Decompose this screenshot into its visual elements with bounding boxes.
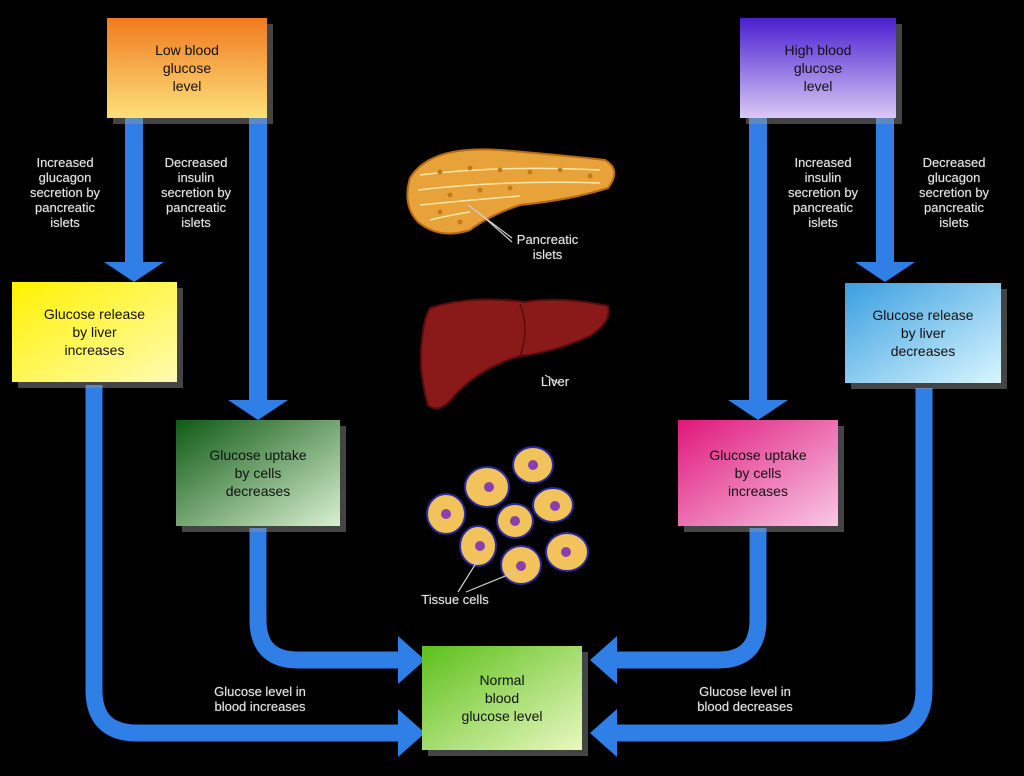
glucose-uptake-increases-box: Glucose uptake by cells increases	[678, 420, 838, 526]
pancreatic-islets-label: Pancreatic islets	[516, 232, 579, 262]
liver-illustration	[419, 298, 610, 410]
arrow-low-to-uptake	[228, 118, 288, 420]
increased-glucagon-label: Increased glucagon secretion by pancreat…	[29, 155, 101, 230]
tissue-cells-illustration	[426, 446, 589, 593]
arrow-release-inc-to-normal	[85, 385, 405, 742]
arrow-high-to-uptake	[728, 118, 788, 420]
arrowhead-left-top	[398, 636, 425, 684]
decreased-insulin-label: Decreased insulin secretion by pancreati…	[160, 155, 232, 230]
glucose-release-decreases-box: Glucose release by liver decreases	[845, 283, 1001, 383]
high-blood-glucose-box: High blood glucose level	[740, 18, 896, 118]
arrowhead-left-bottom	[398, 709, 425, 757]
glucose-release-increases-box: Glucose release by liver increases	[12, 282, 177, 382]
arrows	[104, 118, 915, 420]
arrowhead-right-bottom	[590, 709, 617, 757]
arrow-uptake-inc-to-normal	[610, 528, 767, 669]
arrow-low-to-release	[104, 118, 164, 282]
return-arrows	[85, 385, 933, 742]
increased-insulin-label: Increased insulin secretion by pancreati…	[787, 155, 859, 230]
liver-label: Liver	[540, 374, 570, 389]
decreased-glucagon-label: Decreased glucagon secretion by pancreat…	[918, 155, 990, 230]
arrow-high-to-release	[855, 118, 915, 282]
glucose-level-increases-label: Glucose level in blood increases	[214, 684, 306, 714]
glucose-uptake-decreases-box: Glucose uptake by cells decreases	[176, 420, 340, 526]
tissue-cells-label: Tissue cells	[421, 592, 489, 607]
normal-blood-glucose-box: Normal blood glucose level	[422, 646, 582, 750]
arrowhead-right-top	[590, 636, 617, 684]
arrow-release-dec-to-normal	[610, 388, 933, 742]
arrow-uptake-dec-to-normal	[249, 528, 405, 669]
low-blood-glucose-box: Low blood glucose level	[107, 18, 267, 118]
glucose-level-decreases-label: Glucose level in blood decreases	[697, 684, 793, 714]
pancreas-illustration	[406, 148, 616, 243]
